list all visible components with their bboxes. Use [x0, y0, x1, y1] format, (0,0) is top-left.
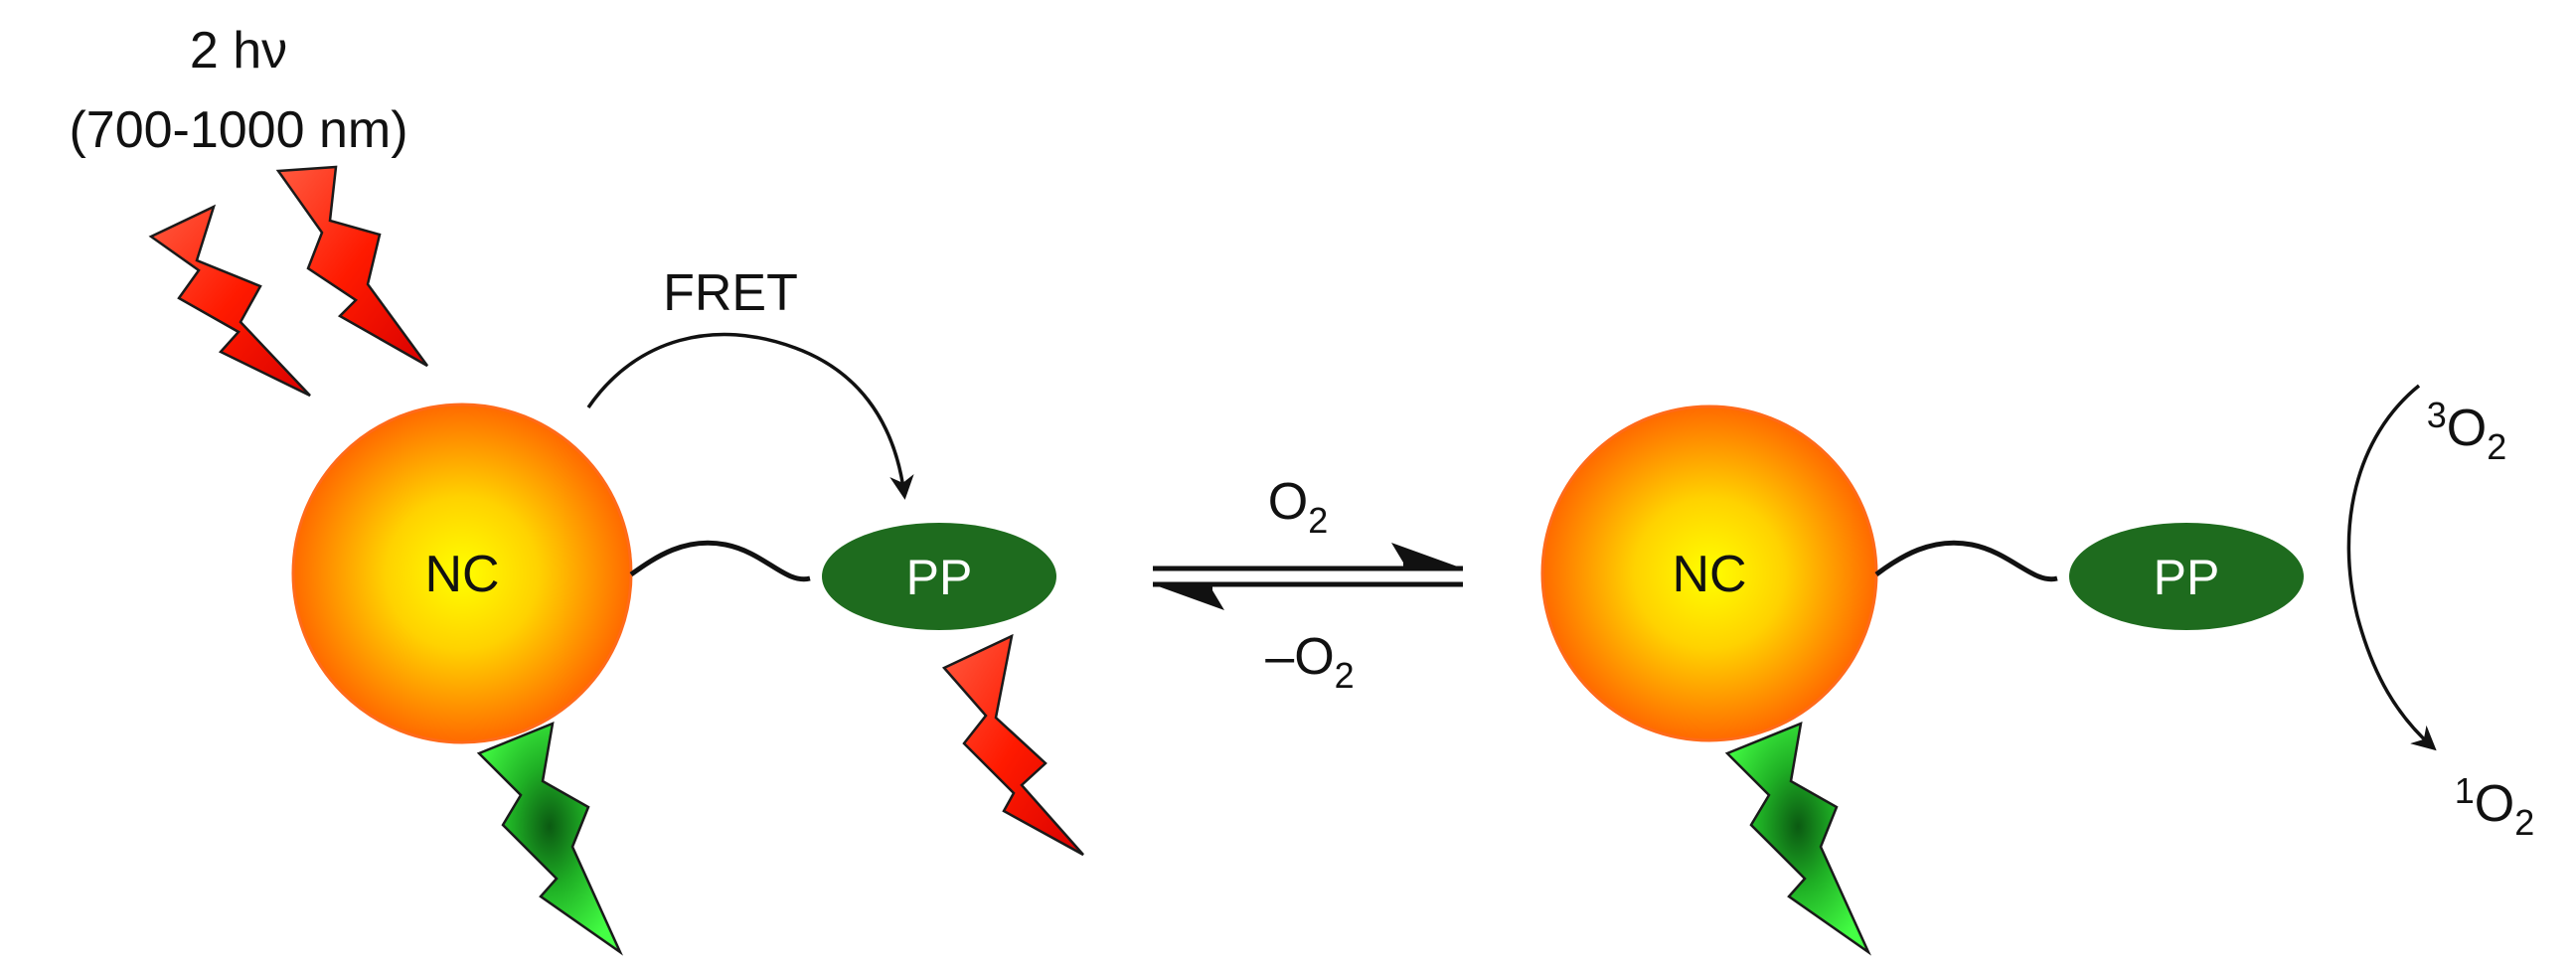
reverse-oxygen-label: –O2 [1265, 628, 1354, 696]
photosensitizer-emission-bolt-icon [941, 633, 1084, 857]
fret-arrow [586, 332, 914, 500]
right-photosensitizer-label: PP [2154, 550, 2220, 605]
right-nanocrystal-emission-bolt-icon [1724, 721, 1872, 956]
excitation-photons-label: 2 hν [190, 22, 287, 80]
singlet-oxygen-label: 1O2 [2455, 770, 2535, 843]
right-nanocrystal-label: NC [1672, 546, 1746, 603]
oxygen-conversion-arrow [2346, 384, 2437, 751]
equilibrium-arrows [1153, 543, 1463, 610]
excitation-bolt-2-icon [275, 165, 429, 368]
forward-oxygen-label: O2 [1268, 473, 1328, 541]
left-photosensitizer [822, 523, 1056, 630]
excitation-bolt-1-icon [148, 204, 311, 398]
left-nanocrystal-emission-bolt-icon [476, 721, 624, 956]
triplet-oxygen-label: 3O2 [2427, 395, 2507, 467]
right-linker [1874, 540, 2058, 582]
left-linker [629, 540, 811, 582]
left-nanocrystal-label: NC [424, 546, 499, 603]
fret-label: FRET [663, 264, 798, 322]
right-photosensitizer [2069, 523, 2304, 630]
excitation-wavelength-label: (700-1000 nm) [69, 101, 407, 159]
left-photosensitizer-label: PP [906, 550, 973, 605]
